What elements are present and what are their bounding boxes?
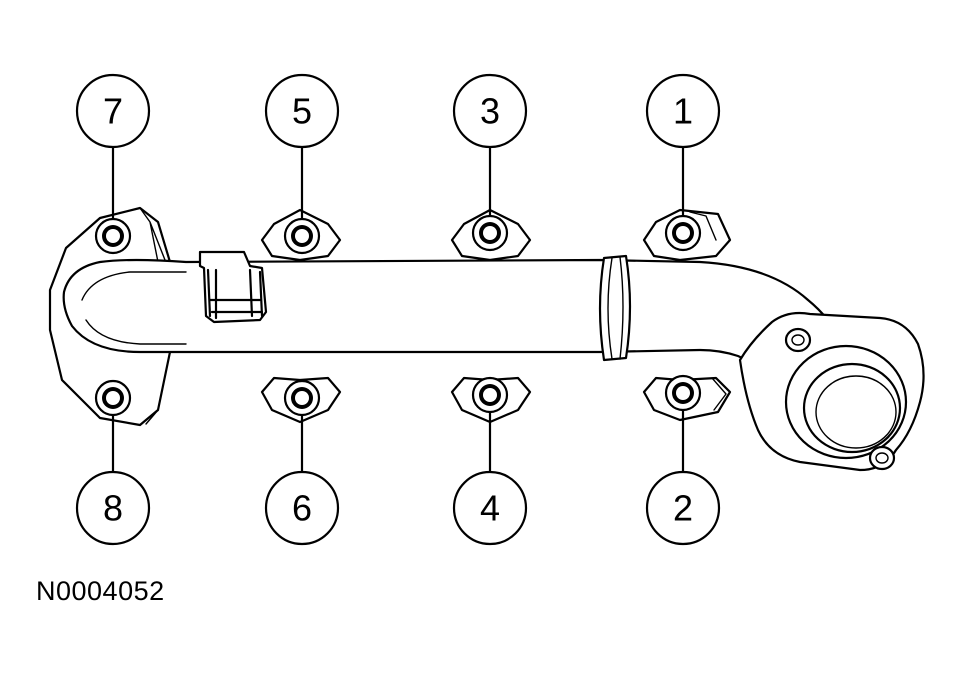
svg-text:7: 7: [103, 91, 123, 132]
callout-1: 1: [645, 73, 721, 149]
bolt-set: [94, 214, 702, 417]
bolt-3: [471, 214, 509, 252]
bolt-4: [471, 376, 509, 414]
callout-4: 4: [452, 470, 528, 546]
svg-text:4: 4: [480, 488, 500, 529]
svg-text:6: 6: [292, 488, 312, 529]
bolt-6: [283, 379, 321, 417]
bolt-8: [94, 379, 132, 417]
callout-6: 6: [264, 470, 340, 546]
svg-text:2: 2: [673, 488, 693, 529]
bolt-7: [94, 217, 132, 255]
svg-text:3: 3: [480, 91, 500, 132]
bolt-5: [283, 217, 321, 255]
callout-5: 5: [264, 73, 340, 149]
bolt-2: [664, 374, 702, 412]
outlet-bolt-hole-lower: [868, 445, 896, 471]
callout-8: 8: [75, 470, 151, 546]
manifold-tube: [62, 250, 842, 378]
outlet-flange: [738, 311, 925, 472]
callout-2: 2: [645, 470, 721, 546]
band-clamp: [598, 254, 632, 362]
bolt-1: [664, 214, 702, 252]
outlet-bolt-hole-upper: [784, 327, 812, 353]
svg-text:1: 1: [673, 91, 693, 132]
svg-text:5: 5: [292, 91, 312, 132]
callout-7: 7: [75, 73, 151, 149]
callout-3: 3: [452, 73, 528, 149]
figure-id-label: N0004052: [36, 576, 165, 606]
callout-bubbles: 7 5 3 1 8 6 4 2: [75, 73, 721, 546]
svg-text:8: 8: [103, 488, 123, 529]
